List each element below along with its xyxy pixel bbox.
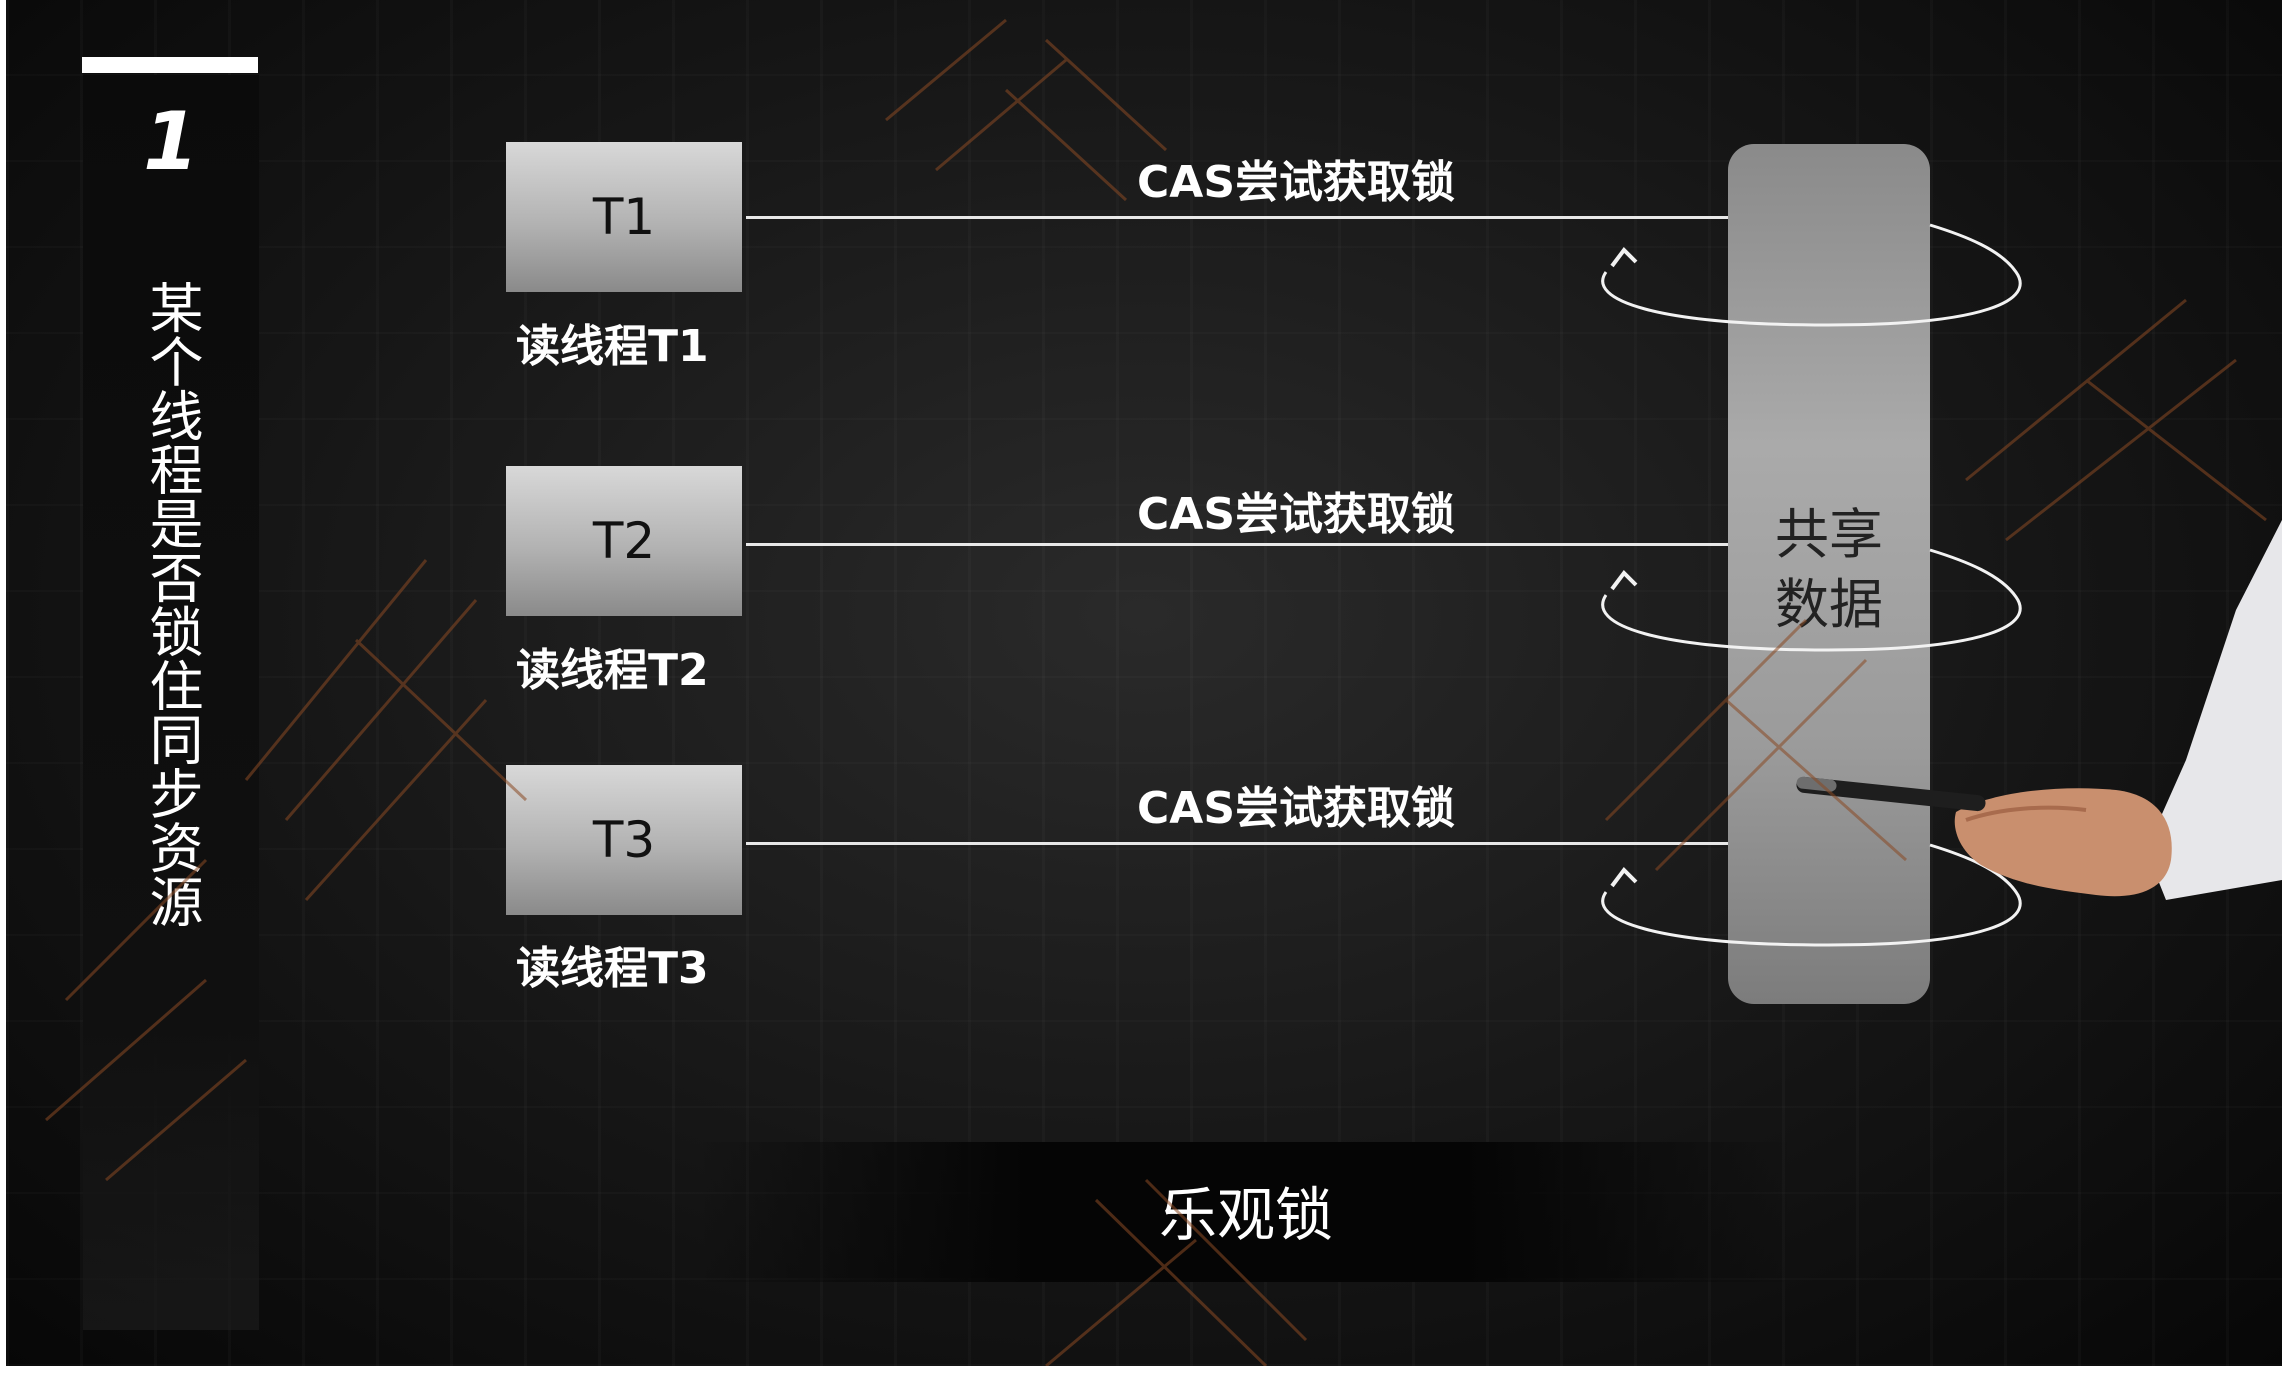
thread-box-t2: T2 (506, 466, 742, 616)
spin-loop-t1 (1601, 223, 2022, 327)
arrow-line-t1 (746, 216, 1728, 219)
cas-label-t3: CAS尝试获取锁 (1136, 783, 1456, 834)
thread-box-t3: T3 (506, 765, 742, 915)
thread-label-t2: 读线程T2 (516, 645, 709, 696)
cas-label-t1: CAS尝试获取锁 (1136, 157, 1456, 208)
cas-label-t2: CAS尝试获取锁 (1136, 489, 1456, 540)
slide: 1 某个线程是否锁住同步资源 T1 读线程T1 CAS尝试获取锁 T2 读线程T… (6, 0, 2282, 1366)
arrow-line-t3 (746, 842, 1728, 845)
thread-label-t1: 读线程T1 (516, 321, 709, 372)
top-accent-bar (82, 57, 258, 73)
section-number: 1 (143, 95, 199, 188)
arrow-line-t2 (746, 543, 1728, 546)
side-title: 某个线程是否锁住同步资源 (140, 280, 203, 928)
bottom-title: 乐观锁 (1158, 1181, 1333, 1249)
thread-box-t1: T1 (506, 142, 742, 292)
thread-label-t3: 读线程T3 (516, 943, 709, 994)
